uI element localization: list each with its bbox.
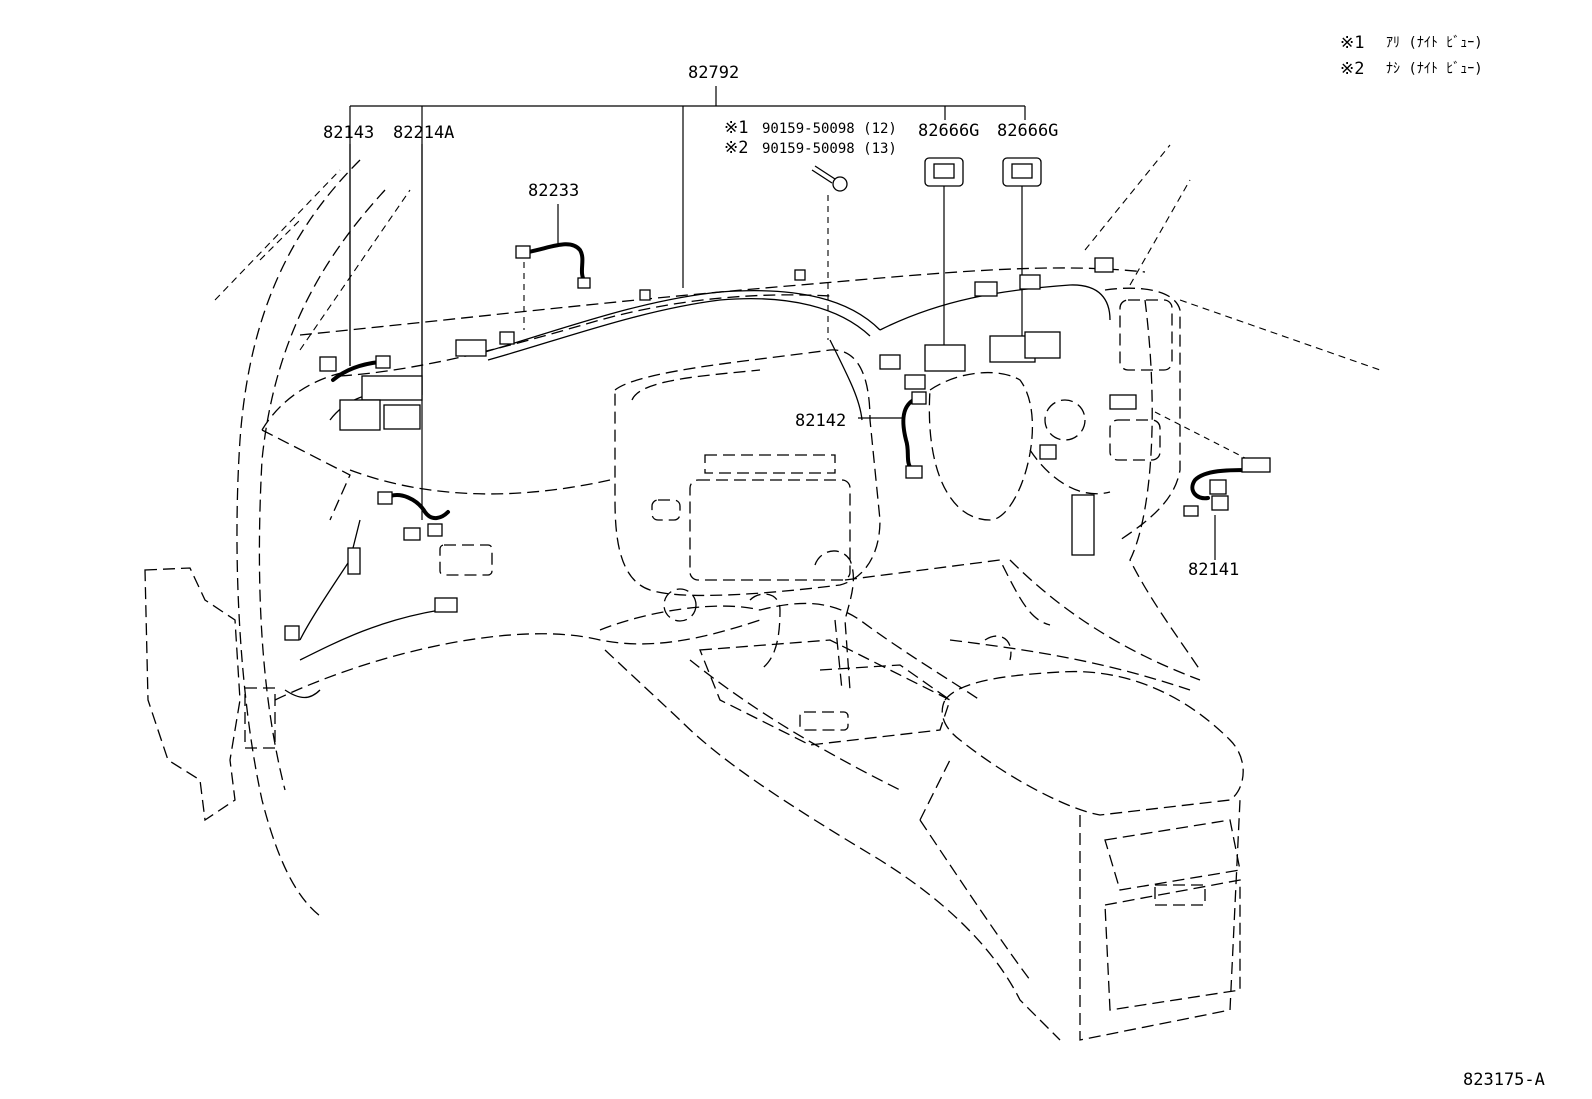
- part-label-82233: 82233: [528, 181, 579, 201]
- note-2-mark: ※2: [1340, 59, 1364, 79]
- diagram-id: 823175-A: [1463, 1070, 1545, 1090]
- part-label-82666g-1: 82666G: [918, 121, 979, 141]
- leader-lines: [349, 86, 1246, 560]
- bolt-line-1-part: 90159-50098 (12): [762, 121, 897, 137]
- note-1: ※1 ｱﾘ (ﾅｲﾄ ﾋﾞｭｰ): [1340, 33, 1483, 53]
- harness-82141: [1183, 457, 1271, 517]
- bolt-callout: ※1 90159-50098 (12) ※2 90159-50098 (13): [724, 118, 897, 158]
- note-1-mark: ※1: [1340, 33, 1364, 53]
- part-label-82666g-2: 82666G: [997, 121, 1058, 141]
- harness-82143: [319, 355, 391, 382]
- clamp-icon-2: [1002, 157, 1042, 187]
- harness-82142: [901, 391, 927, 479]
- harness-82233: [515, 242, 591, 289]
- harness-82214a: [377, 491, 450, 541]
- part-label-82142: 82142: [795, 411, 846, 431]
- bolt-icon: [811, 165, 848, 192]
- part-label-82143: 82143: [323, 123, 374, 143]
- dashboard-outline: [144, 144, 1381, 1041]
- bolt-line-2-mark: ※2: [724, 138, 748, 158]
- note-2-text: ﾅｼ (ﾅｲﾄ ﾋﾞｭｰ): [1386, 61, 1483, 77]
- bolt-line-1-mark: ※1: [724, 118, 748, 138]
- bolt-line-2-part: 90159-50098 (13): [762, 141, 897, 157]
- part-label-82141: 82141: [1188, 560, 1239, 580]
- note-1-text: ｱﾘ (ﾅｲﾄ ﾋﾞｭｰ): [1386, 35, 1483, 51]
- part-label-82214a: 82214A: [393, 123, 454, 143]
- clamp-icon-1: [924, 157, 964, 187]
- main-harness-82792: [284, 257, 1137, 699]
- note-2: ※2 ﾅｼ (ﾅｲﾄ ﾋﾞｭｰ): [1340, 59, 1483, 79]
- part-label-82792: 82792: [688, 63, 739, 83]
